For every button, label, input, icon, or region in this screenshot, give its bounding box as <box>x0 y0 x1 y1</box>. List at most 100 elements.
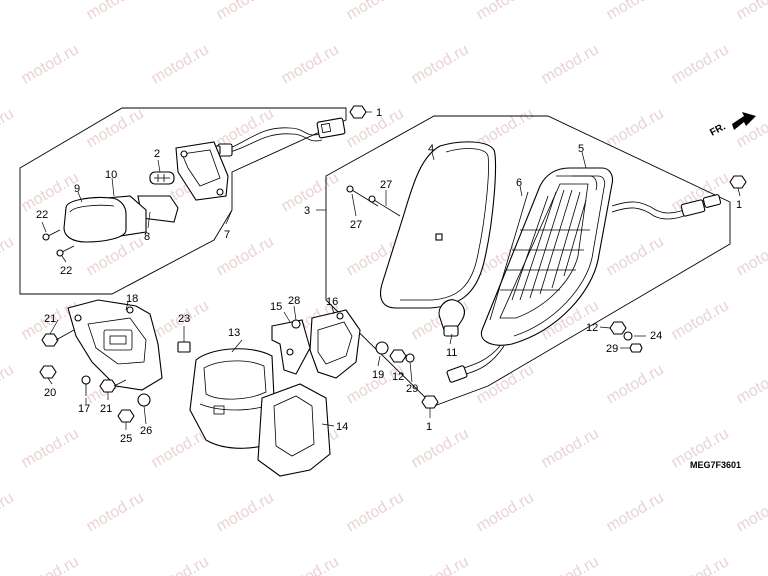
watermark-text: motod.ru <box>344 0 407 23</box>
screw-27-b <box>368 195 401 217</box>
leader-lines <box>41 111 741 430</box>
watermark-text: motod.ru <box>279 41 342 87</box>
callout-27-top: 27 <box>380 179 392 191</box>
front-label: FR. <box>708 121 728 138</box>
nut-25 <box>117 409 135 423</box>
callout-21-top: 21 <box>44 313 56 325</box>
callout-24: 24 <box>650 330 662 342</box>
callout-29-mid: 29 <box>406 383 418 395</box>
watermark-text: motod.ru <box>734 489 768 535</box>
stay-15 <box>271 319 311 375</box>
diagram-code: MEG7F3601 <box>690 460 741 470</box>
screw-22-top <box>42 229 61 241</box>
license-bracket <box>67 299 163 391</box>
bolt-21-top <box>41 329 75 347</box>
watermark-text: motod.ru <box>669 41 732 87</box>
nut-12-right <box>609 321 627 335</box>
watermark-text: motod.ru <box>84 0 147 23</box>
callout-27-bottom: 27 <box>350 219 362 231</box>
license-bulb <box>149 171 175 185</box>
callout-9: 9 <box>74 183 80 195</box>
callout-20: 20 <box>44 387 56 399</box>
watermark-text: motod.ru <box>539 553 602 576</box>
watermark-text: motod.ru <box>604 489 667 535</box>
watermark-text: motod.ru <box>474 489 537 535</box>
callout-11: 11 <box>446 347 457 359</box>
watermark-text: motod.ru <box>669 297 732 343</box>
watermark-text: motod.ru <box>0 361 17 407</box>
callout-15: 15 <box>270 301 282 313</box>
callout-19: 19 <box>372 369 384 381</box>
collar-26 <box>137 393 151 407</box>
watermark-text: motod.ru <box>734 105 768 151</box>
taillight-reflector <box>379 141 497 309</box>
callout-1-right: 1 <box>736 199 742 211</box>
callout-18: 18 <box>126 293 138 305</box>
nut-1-right <box>729 175 747 189</box>
watermark-text: motod.ru <box>474 361 537 407</box>
callout-4: 4 <box>428 143 434 155</box>
callout-23: 23 <box>178 313 190 325</box>
callout-26: 26 <box>140 425 152 437</box>
watermark-text: motod.ru <box>734 0 768 23</box>
callout-21-bottom: 21 <box>100 403 112 415</box>
watermark-text: motod.ru <box>344 489 407 535</box>
watermark-text: motod.ru <box>214 233 277 279</box>
group-box-license-light <box>19 107 347 295</box>
watermark-text: motod.ru <box>214 489 277 535</box>
group-box-taillight <box>325 115 731 407</box>
callout-14: 14 <box>336 421 348 433</box>
washer-24 <box>623 331 633 341</box>
callout-7: 7 <box>224 229 230 241</box>
license-light-housing <box>175 141 229 201</box>
watermark-text: motod.ru <box>214 0 277 23</box>
watermark-text: motod.ru <box>409 41 472 87</box>
watermark-text: motod.ru <box>604 105 667 151</box>
watermark-text: motod.ru <box>279 553 342 576</box>
callout-22-top: 22 <box>36 209 48 221</box>
callout-12-mid: 12 <box>392 371 404 383</box>
watermark-text: motod.ru <box>0 105 17 151</box>
watermark-text: motod.ru <box>19 553 82 576</box>
callout-29-right: 29 <box>606 343 618 355</box>
nut-12-mid <box>389 349 407 363</box>
nut-1-bottom <box>421 395 439 409</box>
watermark-text: motod.ru <box>84 489 147 535</box>
callout-28: 28 <box>288 295 300 307</box>
callouts: 1 1 1 2 3 4 5 6 7 8 9 10 11 12 12 13 14 … <box>36 107 742 445</box>
watermark-text: motod.ru <box>474 0 537 23</box>
nut-29-right <box>629 343 643 353</box>
callout-6: 6 <box>516 177 522 189</box>
watermark-text: motod.ru <box>669 553 732 576</box>
tail-bulb <box>438 299 465 337</box>
callout-25: 25 <box>120 433 132 445</box>
rear-reflector <box>257 383 331 477</box>
watermark-text: motod.ru <box>604 233 667 279</box>
watermark-text: motod.ru <box>149 41 212 87</box>
watermark-text: motod.ru <box>0 489 17 535</box>
callout-13: 13 <box>228 327 240 339</box>
nut-1-top <box>349 105 367 119</box>
watermark-text: motod.ru <box>149 553 212 576</box>
callout-2: 2 <box>154 148 160 160</box>
license-lens <box>63 195 147 243</box>
callout-3: 3 <box>304 205 310 217</box>
callout-16: 16 <box>326 296 338 308</box>
clip-23 <box>177 341 191 353</box>
front-direction-arrow <box>732 112 756 130</box>
watermark-text: motod.ru <box>539 41 602 87</box>
callout-17: 17 <box>78 403 90 415</box>
callout-12-right: 12 <box>586 322 598 334</box>
watermark-text: motod.ru <box>734 361 768 407</box>
grommet-19 <box>375 341 389 355</box>
watermark-text: motod.ru <box>409 553 472 576</box>
callout-22-bottom: 22 <box>60 265 72 277</box>
taillight-harness <box>446 194 722 383</box>
washer-29-mid <box>405 353 415 363</box>
callout-8: 8 <box>144 231 150 243</box>
watermark-text: motod.ru <box>19 41 82 87</box>
watermark-text: motod.ru <box>0 0 17 23</box>
bolt-17 <box>81 375 91 396</box>
